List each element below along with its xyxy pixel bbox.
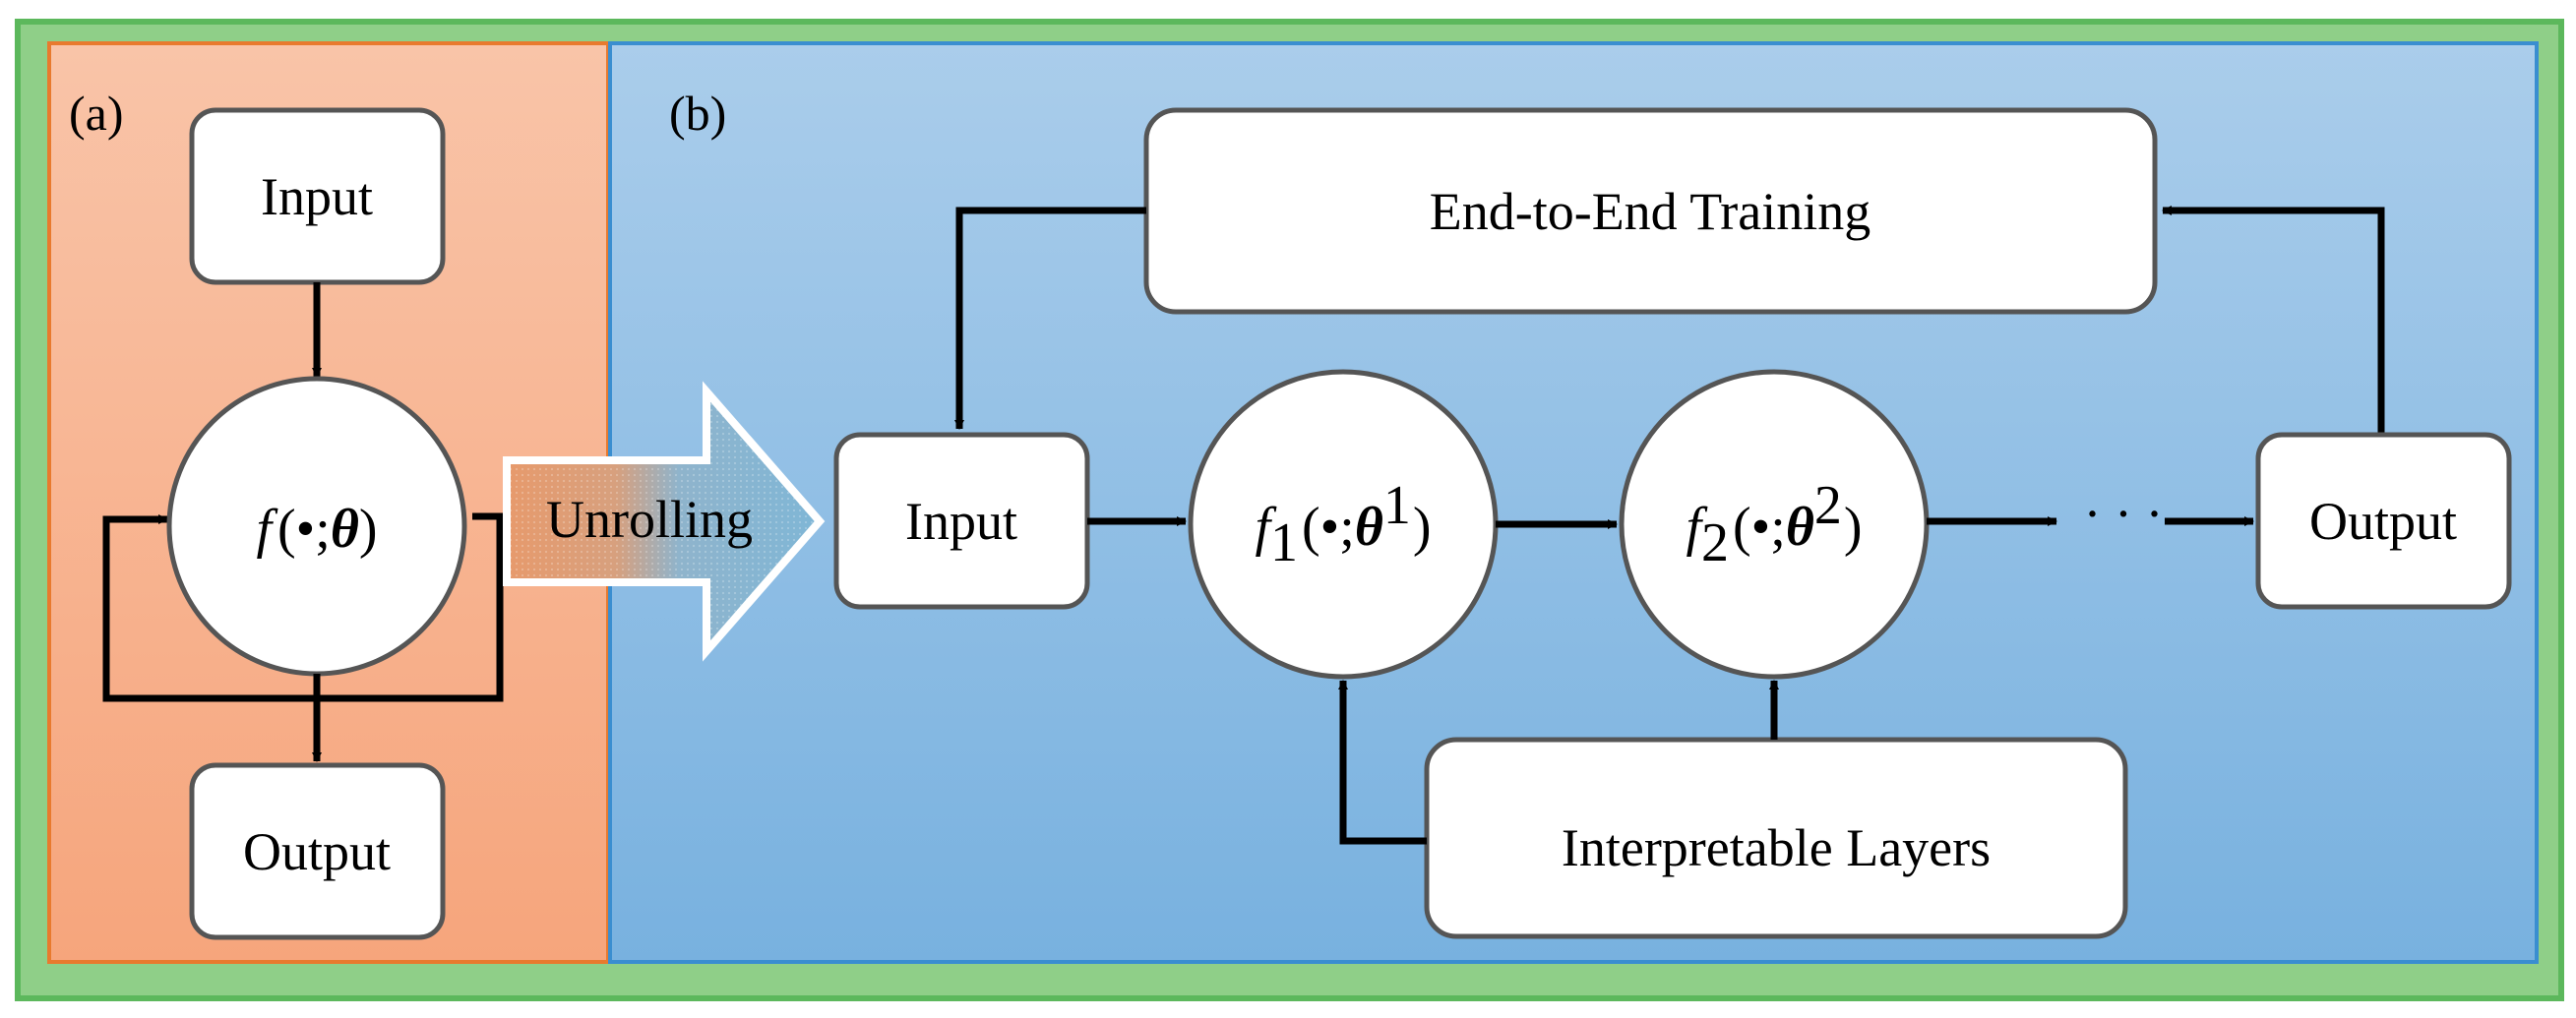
panel-b-output-label: Output [2309, 492, 2457, 551]
panel-b-input-label: Input [905, 492, 1017, 551]
panel-a: (a) Input f(•;θ) Output [47, 41, 610, 964]
training-label: End-to-End Training [1430, 182, 1871, 241]
arrow-training-to-input [954, 207, 1146, 430]
panel-a-output-label: Output [243, 822, 391, 881]
layer2-label: f2(•;θ2) [1686, 475, 1862, 573]
panel-b: (b) End-to-End Training Input f1(•;θ1) f… [608, 41, 2539, 964]
panel-a-output-box [189, 762, 446, 940]
unrolling-label: Unrolling [546, 490, 753, 549]
panel-a-feedback-loop [102, 512, 504, 702]
panel-b-tag: (b) [669, 86, 726, 141]
unrolling-arrow: Unrolling [503, 381, 826, 662]
panel-a-tag: (a) [69, 86, 124, 141]
arrow-output-to-training [2162, 206, 2385, 435]
panel-a-input-label: Input [261, 167, 373, 226]
panel-b-output-box [2255, 432, 2512, 610]
layer1-label: f1(•;θ1) [1255, 475, 1431, 573]
arrow-layers-to-layer1 [1338, 680, 1427, 845]
panel-a-function-label: f(•;θ) [256, 499, 377, 560]
ellipsis: · · · [2084, 484, 2164, 543]
interpretable-layers-label: Interpretable Layers [1562, 818, 1991, 877]
